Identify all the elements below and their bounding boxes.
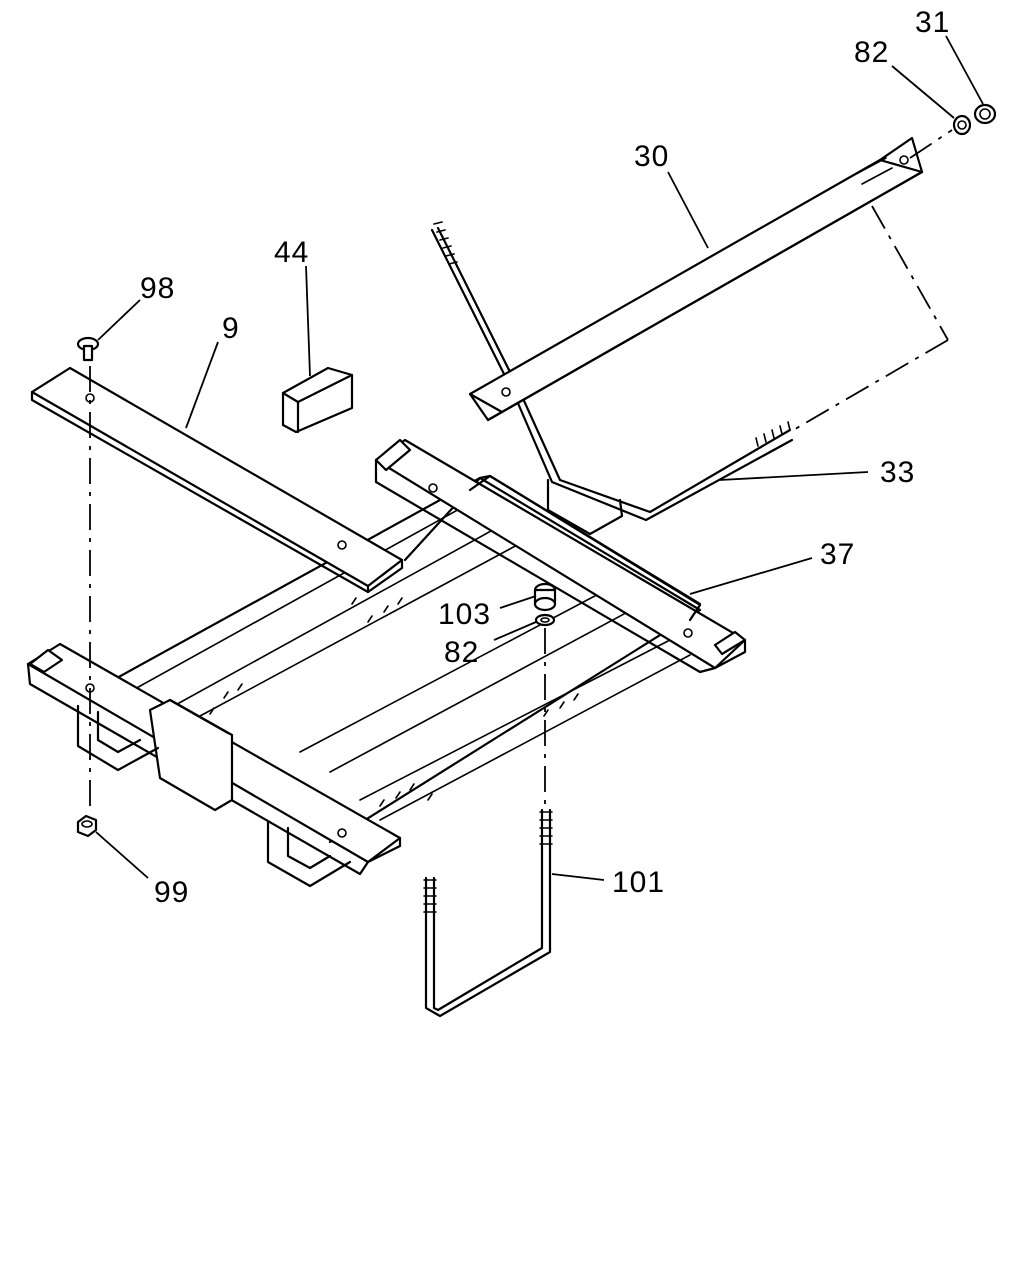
rod-33 xyxy=(430,221,794,536)
nut-103 xyxy=(533,582,557,612)
washer-82-lower xyxy=(534,613,556,627)
callout-labels: 31 82 30 44 98 9 33 37 103 82 101 99 xyxy=(140,6,950,909)
callout-44: 44 xyxy=(274,236,309,269)
callout-82-upper: 82 xyxy=(854,36,889,69)
nut-31 xyxy=(973,103,997,125)
front-crossbar xyxy=(26,642,402,888)
callout-30: 30 xyxy=(634,140,669,173)
callout-37: 37 xyxy=(820,538,855,571)
hardware xyxy=(76,103,997,838)
washer-82-upper xyxy=(952,114,972,136)
leader-lines xyxy=(95,35,984,881)
nut-99 xyxy=(76,814,98,838)
block-44 xyxy=(281,366,354,434)
callout-101: 101 xyxy=(612,866,665,899)
center-lines xyxy=(89,129,953,812)
callout-9: 9 xyxy=(222,312,240,345)
callout-33: 33 xyxy=(880,456,915,489)
callout-82-lower: 82 xyxy=(444,636,479,669)
u-bolt-101 xyxy=(423,808,553,1018)
callout-31: 31 xyxy=(915,6,950,39)
bar-30 xyxy=(468,136,924,422)
callout-99: 99 xyxy=(154,876,189,909)
plate-9 xyxy=(30,366,404,594)
callout-103: 103 xyxy=(438,598,491,631)
screw-98 xyxy=(76,336,100,362)
cross-bracket-37 xyxy=(374,438,747,674)
callout-98: 98 xyxy=(140,272,175,305)
